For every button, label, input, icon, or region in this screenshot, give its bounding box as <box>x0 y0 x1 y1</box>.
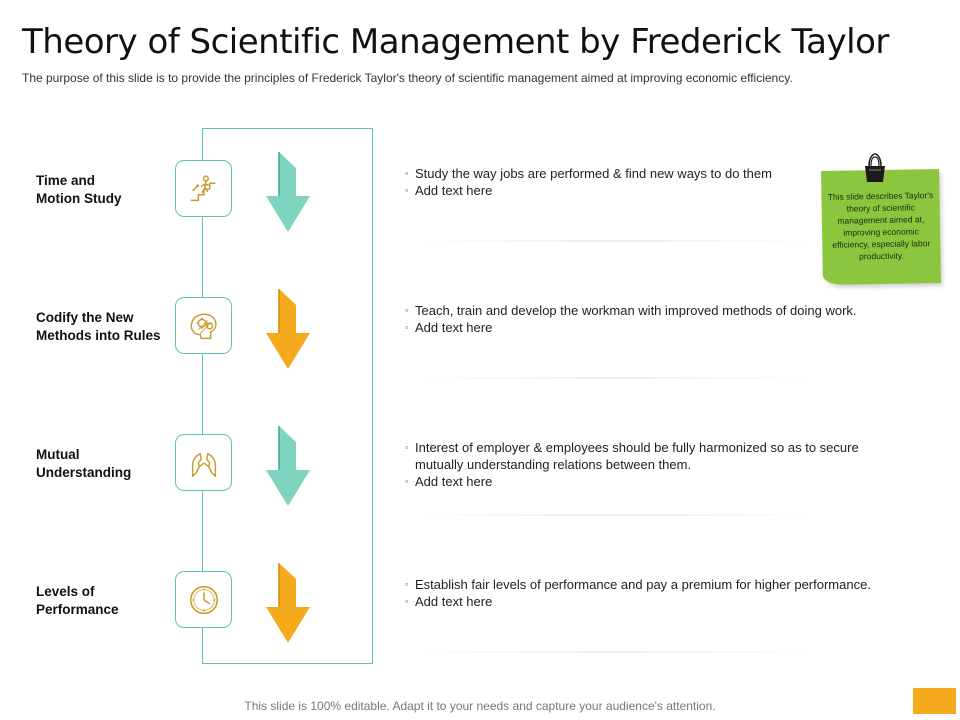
bullet-item: Add text here <box>405 319 875 336</box>
sticky-note-text: This slide describes Taylor's theory of … <box>827 190 934 262</box>
row-divider <box>415 240 815 242</box>
bullet-list: Teach, train and develop the workman wit… <box>405 302 875 336</box>
page-subtitle: The purpose of this slide is to provide … <box>22 71 793 85</box>
bullet-item: Add text here <box>405 182 875 199</box>
row-divider <box>415 514 815 516</box>
clock-icon <box>189 585 218 614</box>
icon-box <box>175 571 232 628</box>
brain-gears-icon <box>190 313 217 339</box>
hands-icon <box>191 452 216 477</box>
sticky-note: This slide describes Taylor's theory of … <box>821 168 941 286</box>
bullet-list: Interest of employer & employees should … <box>405 439 875 490</box>
bullet-item: Teach, train and develop the workman wit… <box>405 302 875 319</box>
binder-clip-icon <box>865 153 885 182</box>
bullet-item: Study the way jobs are performed & find … <box>405 165 875 182</box>
bullet-item: Add text here <box>405 473 875 490</box>
icon-box <box>175 297 232 354</box>
icon-box <box>175 160 232 217</box>
stairs-progress-icon <box>190 174 215 201</box>
bullet-item: Establish fair levels of performance and… <box>405 576 875 593</box>
down-arrow-orange <box>266 289 310 369</box>
process-frame <box>202 128 373 664</box>
row-divider <box>415 651 815 653</box>
bullet-list: Establish fair levels of performance and… <box>405 576 875 610</box>
down-arrow-teal <box>266 426 310 506</box>
bullet-list: Study the way jobs are performed & find … <box>405 165 875 199</box>
corner-accent <box>913 688 956 714</box>
row-divider <box>415 377 815 379</box>
icon-box <box>175 434 232 491</box>
bullet-item: Interest of employer & employees should … <box>405 439 875 473</box>
footer-text: This slide is 100% editable. Adapt it to… <box>244 699 716 713</box>
down-arrow-teal <box>266 152 310 232</box>
bullet-item: Add text here <box>405 593 875 610</box>
page-title: Theory of Scientific Management by Frede… <box>22 22 889 62</box>
down-arrow-orange <box>266 563 310 643</box>
